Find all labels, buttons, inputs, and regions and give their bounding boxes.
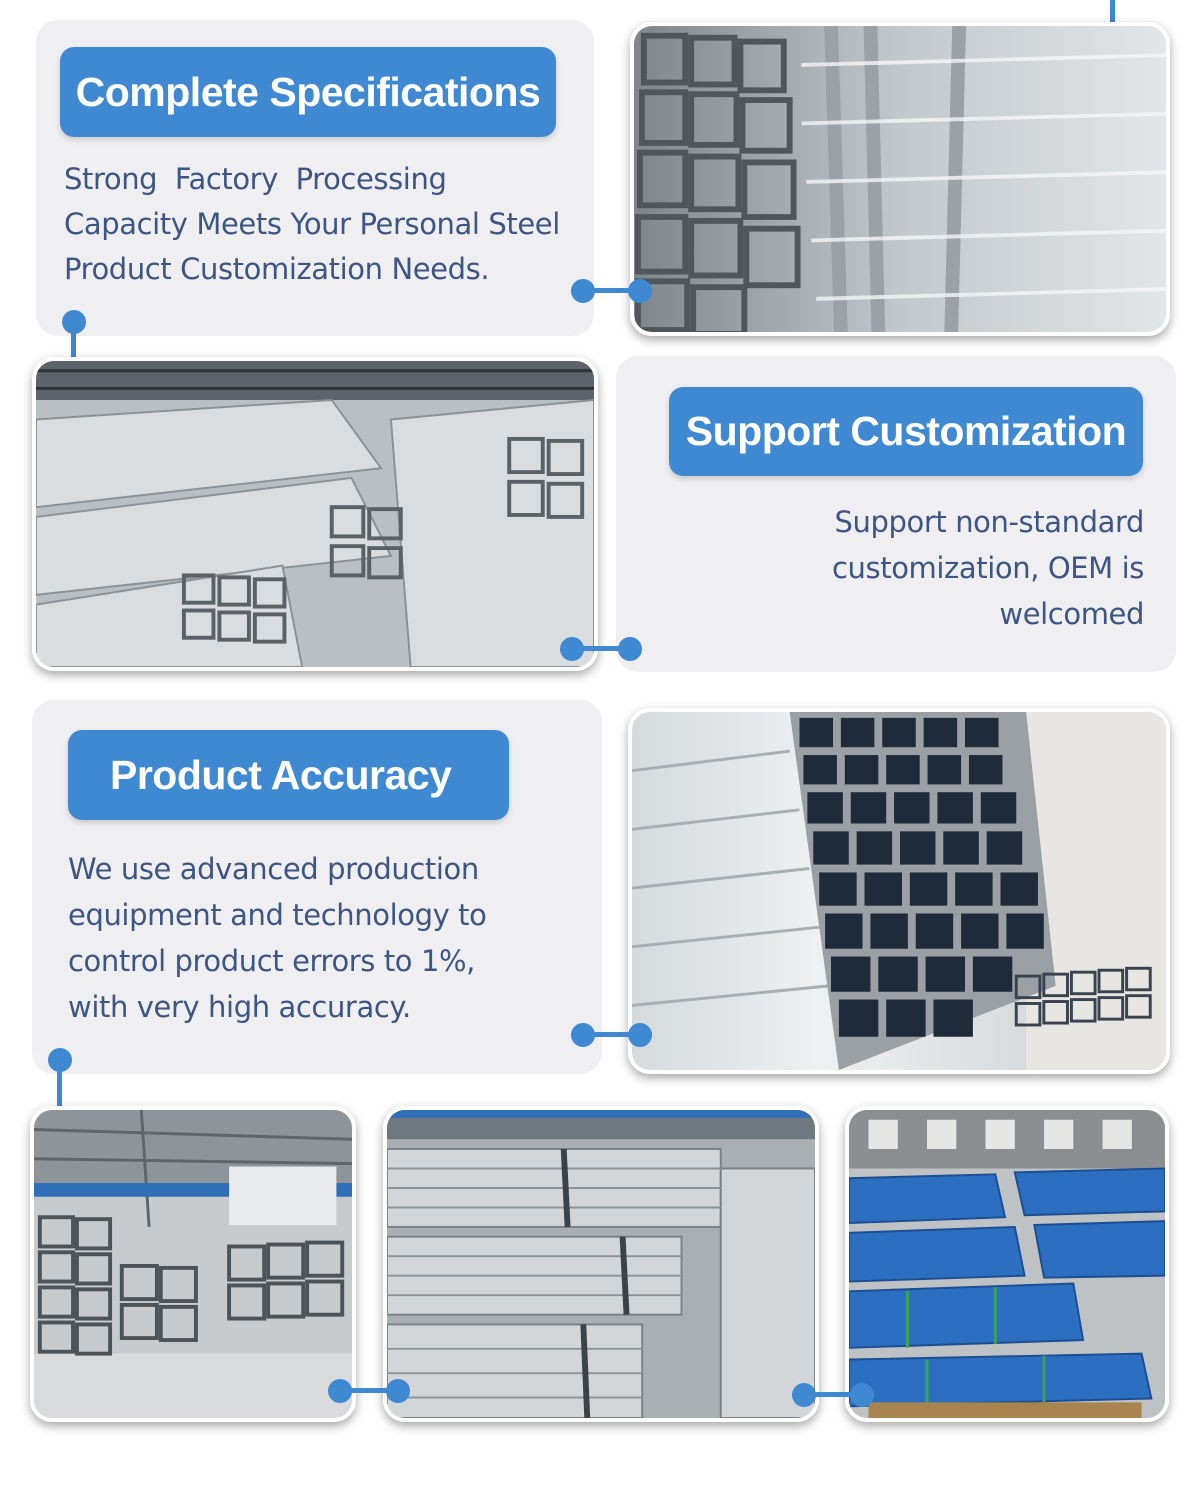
custom-connector-line: [572, 646, 632, 651]
wrapped-blue-bundles-photo: [845, 1106, 1169, 1422]
spec-down-dot: [62, 310, 86, 334]
spec-line: Product Customization Needs.: [64, 252, 490, 286]
bottom-connector-dot-2a: [792, 1383, 816, 1407]
accuracy-down-connector: [57, 1058, 62, 1128]
accuracy-connector-line: [582, 1032, 652, 1037]
custom-description: Support non-standard customization, OEM …: [700, 499, 1144, 637]
strapped-tube-bundles-photo: [383, 1106, 819, 1422]
spec-line: Capacity Meets Your Personal Steel: [64, 207, 560, 241]
spec-connector-dot: [571, 279, 595, 303]
accuracy-down-dot: [48, 1048, 72, 1072]
bottom-connector-dot-2b: [850, 1383, 874, 1407]
accuracy-line: equipment and technology to: [68, 898, 487, 932]
bottom-connector-line-2: [802, 1392, 864, 1397]
spec-title-pill: Complete Specifications: [60, 47, 556, 137]
spec-line: Strong Factory Processing: [64, 162, 447, 196]
stacked-square-tubes-photo: [630, 22, 1170, 336]
accuracy-title-pill: Product Accuracy: [68, 730, 509, 820]
custom-title: Support Customization: [685, 408, 1127, 454]
bottom-connector-dot-1b: [386, 1379, 410, 1403]
accuracy-line: We use advanced production: [68, 852, 479, 886]
spec-connector-line: [582, 288, 652, 293]
accuracy-connector-dot: [571, 1023, 595, 1047]
custom-line: customization, OEM is: [832, 551, 1144, 585]
warehouse-tube-stacks-photo: [32, 357, 598, 671]
custom-line: welcomed: [999, 597, 1144, 631]
top-connector-line: [1110, 0, 1115, 42]
accuracy-line: with very high accuracy.: [68, 990, 411, 1024]
custom-connector-dot-2: [618, 637, 642, 661]
square-tube-ends-photo: [628, 708, 1170, 1074]
factory-floor-photo: [30, 1106, 356, 1422]
spec-title: Complete Specifications: [75, 68, 541, 115]
spec-description: Strong Factory Processing Capacity Meets…: [64, 157, 584, 292]
bottom-connector-dot-1a: [328, 1379, 352, 1403]
bottom-connector-line-1: [338, 1388, 400, 1393]
accuracy-description: We use advanced production equipment and…: [68, 846, 588, 1030]
spec-connector-dot-2: [628, 279, 652, 303]
custom-line: Support non-standard: [834, 505, 1145, 539]
accuracy-title: Product Accuracy: [110, 751, 452, 798]
custom-title-pill: Support Customization: [669, 387, 1143, 476]
accuracy-connector-dot-2: [628, 1023, 652, 1047]
custom-connector-dot: [560, 637, 584, 661]
spec-down-connector: [71, 320, 76, 382]
accuracy-line: control product errors to 1%,: [68, 944, 475, 978]
